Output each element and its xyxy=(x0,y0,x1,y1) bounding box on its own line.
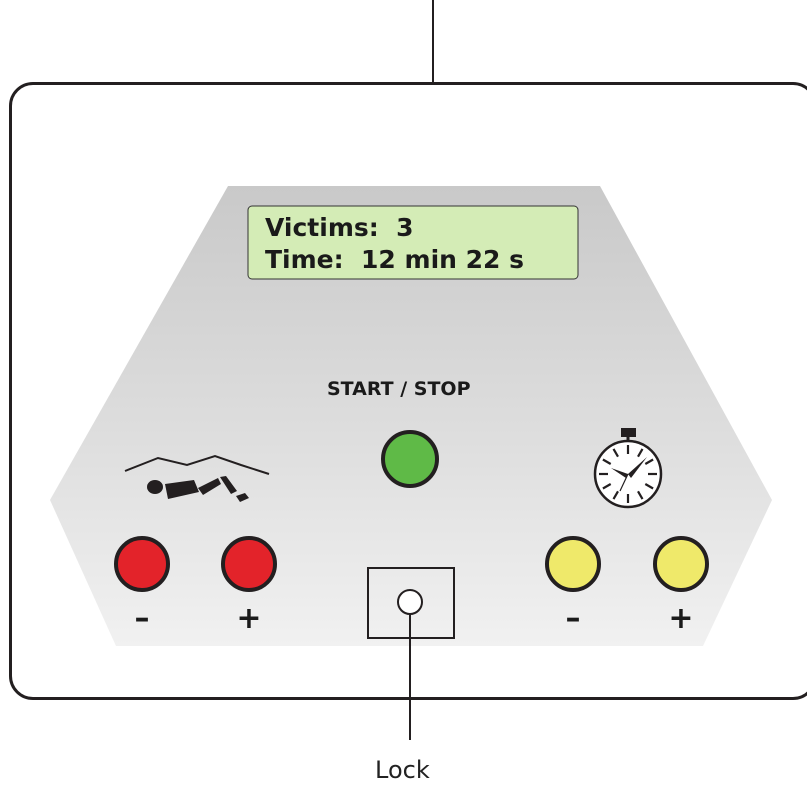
lying-person-icon xyxy=(124,454,270,502)
start-stop-button[interactable] xyxy=(381,430,439,488)
lcd-time-line: Time: 12 min 22 s xyxy=(265,245,525,274)
timer-plus-sign: + xyxy=(668,601,694,636)
timer-plus-button[interactable] xyxy=(653,536,709,592)
victims-plus-sign: + xyxy=(236,601,262,636)
victims-minus-button[interactable] xyxy=(114,536,170,592)
victims-plus-button[interactable] xyxy=(221,536,277,592)
start-stop-label: START / STOP xyxy=(327,378,471,400)
timer-minus-button[interactable] xyxy=(545,536,601,592)
stopwatch-icon xyxy=(593,428,663,509)
lcd-display xyxy=(247,205,579,280)
key-lock[interactable] xyxy=(397,589,423,615)
victims-minus-sign: – xyxy=(134,601,150,636)
face-plate xyxy=(50,186,772,646)
lock-callout-label: Lock xyxy=(375,756,430,784)
timer-minus-sign: – xyxy=(565,601,581,636)
lcd-victims-line: Victims: 3 xyxy=(265,213,414,242)
